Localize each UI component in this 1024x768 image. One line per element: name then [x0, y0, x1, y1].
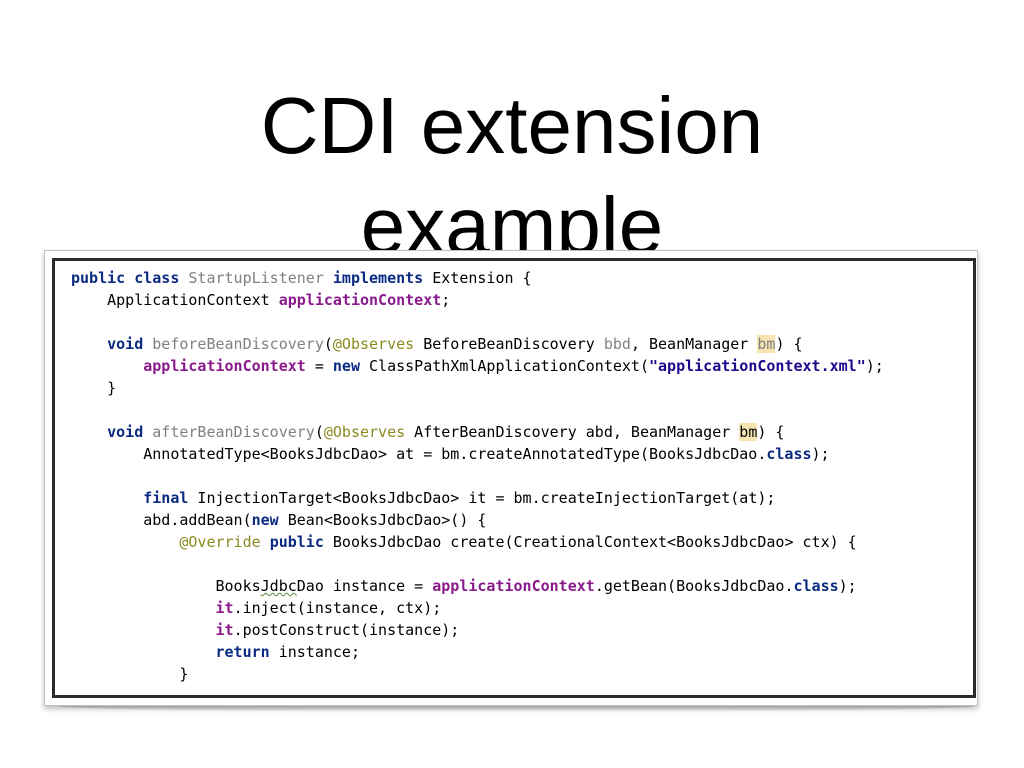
code-token: return — [215, 643, 270, 661]
code-line: return instance; — [71, 641, 884, 663]
code-token: StartupListener — [188, 269, 324, 287]
code-token: } — [71, 665, 189, 683]
code-line: void beforeBeanDiscovery(@Observes Befor… — [71, 333, 884, 355]
code-panel: public class StartupListener implements … — [52, 258, 976, 698]
code-token: ) { — [775, 335, 803, 353]
code-line: @Override public BooksJdbcDao create(Cre… — [71, 531, 884, 553]
code-token: AnnotatedType<BooksJdbcDao> at = bm.crea… — [71, 445, 767, 463]
code-token: @Observes — [323, 423, 406, 441]
code-line: ApplicationContext applicationContext; — [71, 289, 884, 311]
code-line: abd.addBean(new Bean<BooksJdbcDao>() { — [71, 509, 884, 531]
code-token: Books — [71, 577, 261, 595]
code-line: it.postConstruct(instance); — [71, 619, 884, 641]
code-line: void afterBeanDiscovery(@Observes AfterB… — [71, 421, 884, 443]
code-token — [71, 489, 143, 507]
code-token: ( — [314, 423, 324, 441]
code-token: void — [107, 335, 144, 353]
code-line: final InjectionTarget<BooksJdbcDao> it =… — [71, 487, 884, 509]
code-token: ); — [811, 445, 830, 463]
code-token: , BeanManager — [630, 335, 758, 353]
code-line — [71, 311, 884, 333]
code-token — [71, 357, 143, 375]
code-token: class — [793, 577, 839, 595]
code-line: applicationContext = new ClassPathXmlApp… — [71, 355, 884, 377]
code-token — [143, 335, 152, 353]
code-token: InjectionTarget<BooksJdbcDao> it = bm.cr… — [188, 489, 776, 507]
code-token — [71, 621, 216, 639]
code-token: final — [143, 489, 189, 507]
code-token: it — [215, 599, 234, 617]
code-token: beforeBeanDiscovery — [152, 335, 324, 353]
code-token: ) { — [757, 423, 785, 441]
code-token: implements — [332, 269, 424, 287]
code-block: public class StartupListener implements … — [71, 267, 884, 685]
code-token: class — [134, 269, 180, 287]
code-token: bm — [757, 335, 776, 353]
code-token: Extension { — [423, 269, 532, 287]
code-token: BooksJdbcDao create(CreationalContext<Bo… — [323, 533, 857, 551]
code-line: } — [71, 663, 884, 685]
code-token: ApplicationContext — [71, 291, 279, 309]
code-token: = — [305, 357, 333, 375]
code-line: it.inject(instance, ctx); — [71, 597, 884, 619]
code-token — [143, 423, 152, 441]
code-line — [71, 399, 884, 421]
code-token — [71, 335, 107, 353]
code-token — [71, 643, 216, 661]
code-token: Dao instance = — [296, 577, 433, 595]
code-token: ); — [865, 357, 884, 375]
code-token — [71, 423, 107, 441]
code-token: } — [71, 379, 117, 397]
code-token: public — [71, 269, 126, 287]
code-token: bm — [739, 423, 758, 441]
code-token: @Observes — [332, 335, 415, 353]
code-token: bbd — [603, 335, 631, 353]
code-token: .inject(instance, ctx); — [233, 599, 442, 617]
code-token: void — [107, 423, 144, 441]
code-token: public — [269, 533, 324, 551]
code-token: ); — [838, 577, 857, 595]
code-token: AfterBeanDiscovery abd, BeanManager — [405, 423, 740, 441]
code-token — [324, 269, 333, 287]
code-token: applicationContext — [143, 357, 306, 375]
code-token: Jdbc — [260, 577, 297, 595]
code-token: ClassPathXmlApplicationContext( — [360, 357, 649, 375]
code-token: "applicationContext.xml" — [648, 357, 866, 375]
code-token — [261, 533, 270, 551]
slide-title-line-1: CDI extension — [260, 80, 764, 170]
code-token: abd.addBean( — [71, 511, 252, 529]
code-token: .getBean(BooksJdbcDao. — [594, 577, 794, 595]
code-token — [71, 599, 216, 617]
code-token: ; — [441, 291, 451, 309]
slide-title: CDI extension example — [0, 76, 1024, 276]
code-token: afterBeanDiscovery — [152, 423, 315, 441]
code-token: new — [251, 511, 279, 529]
code-line — [71, 465, 884, 487]
code-token: instance; — [269, 643, 360, 661]
code-line — [71, 553, 884, 575]
code-token: ( — [323, 335, 333, 353]
code-token — [71, 533, 179, 551]
code-token: class — [766, 445, 812, 463]
code-token: .postConstruct(instance); — [233, 621, 460, 639]
code-line: public class StartupListener implements … — [71, 267, 884, 289]
code-line: AnnotatedType<BooksJdbcDao> at = bm.crea… — [71, 443, 884, 465]
code-token — [125, 269, 134, 287]
code-token: applicationContext — [432, 577, 595, 595]
code-token: new — [332, 357, 360, 375]
code-token: Bean<BooksJdbcDao>() { — [278, 511, 487, 529]
code-token: applicationContext — [278, 291, 442, 309]
code-token: BeforeBeanDiscovery — [414, 335, 604, 353]
code-token: @Override — [179, 533, 261, 551]
code-line: } — [71, 377, 884, 399]
code-token: it — [215, 621, 234, 639]
code-line: BooksJdbcDao instance = applicationConte… — [71, 575, 884, 597]
